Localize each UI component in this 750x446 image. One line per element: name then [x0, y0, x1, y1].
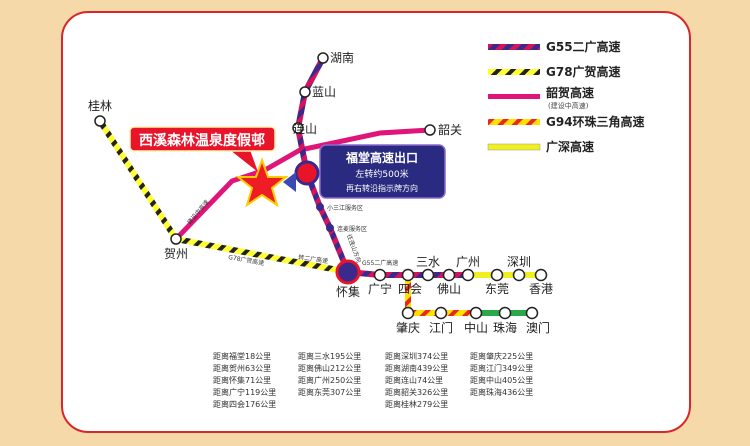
legend: G55二广高速 G78广贺高速 韶贺高速 (建设中高速) G94环珠三角高速 广…	[487, 39, 645, 154]
svg-text:澳门: 澳门	[526, 320, 550, 335]
svg-text:三水: 三水	[416, 255, 440, 269]
svg-text:G94环珠三角高速: G94环珠三角高速	[546, 114, 645, 129]
svg-text:广州: 广州	[456, 255, 480, 269]
svg-text:四会: 四会	[398, 282, 422, 296]
svg-text:距离珠海436公里: 距离珠海436公里	[470, 387, 533, 397]
svg-text:(建设中高速): (建设中高速)	[548, 101, 589, 110]
road-label: G55二广高速	[362, 259, 398, 267]
svg-text:距离佛山212公里: 距离佛山212公里	[298, 363, 361, 373]
svg-text:距离中山405公里: 距离中山405公里	[470, 375, 533, 385]
legend-swatch-guangshen	[487, 143, 541, 151]
svg-text:距离韶关326公里: 距离韶关326公里	[385, 387, 448, 397]
svg-text:距离东莞307公里: 距离东莞307公里	[298, 387, 361, 397]
resort-name: 西溪森林温泉度假邨	[139, 132, 265, 149]
svg-text:韶关: 韶关	[438, 122, 462, 137]
svg-text:珠海: 珠海	[493, 320, 517, 335]
service-area-marker	[326, 224, 334, 232]
stations	[94, 52, 548, 320]
resort-pointer	[230, 150, 258, 172]
svg-text:蓝山: 蓝山	[312, 85, 336, 99]
svg-text:贺州: 贺州	[164, 247, 188, 261]
legend-swatch-g78	[488, 69, 540, 75]
service-area-label: 连麦服务区	[337, 225, 367, 233]
svg-text:距离广宁119公里: 距离广宁119公里	[213, 387, 276, 397]
svg-text:距离广州250公里: 距离广州250公里	[298, 375, 361, 385]
svg-text:桂林: 桂林	[88, 98, 112, 113]
svg-text:江门: 江门	[429, 320, 453, 335]
svg-text:距离桂林279公里: 距离桂林279公里	[385, 399, 448, 409]
svg-text:香港: 香港	[529, 282, 553, 296]
svg-text:中山: 中山	[464, 320, 488, 335]
svg-text:距离福堂18公里: 距离福堂18公里	[213, 351, 271, 361]
svg-text:距离连山74公里: 距离连山74公里	[385, 375, 443, 385]
svg-text:距离湖南439公里: 距离湖南439公里	[385, 363, 448, 373]
resort-star-icon	[235, 156, 289, 208]
legend-swatch-shaohe	[488, 94, 540, 99]
svg-text:广深高速: 广深高速	[546, 139, 594, 154]
svg-text:距离深圳374公里: 距离深圳374公里	[385, 351, 448, 361]
legend-swatch-g55	[488, 44, 540, 50]
svg-text:G78广贺高速: G78广贺高速	[546, 64, 621, 79]
service-area-marker	[316, 203, 324, 211]
svg-text:怀集: 怀集	[336, 284, 360, 299]
svg-text:距离肇庆225公里: 距离肇庆225公里	[470, 351, 533, 361]
svg-text:距离怀集71公里: 距离怀集71公里	[213, 375, 271, 385]
svg-text:距离三水195公里: 距离三水195公里	[298, 351, 361, 361]
exit-callout-line1: 左转约500米	[355, 168, 408, 180]
turn-left-arrow-icon	[283, 172, 296, 192]
distance-table: 距离福堂18公里 距离贺州63公里 距离怀集71公里 距离广宁119公里 距离四…	[213, 351, 533, 409]
svg-text:东莞: 东莞	[485, 282, 509, 296]
city-labels: 湖南 蓝山 连山 韶关 桂林 贺州 怀集 广宁 四会 三水 佛山 广州 东莞 深…	[88, 50, 553, 335]
road-shaohe	[174, 127, 431, 241]
svg-text:连山: 连山	[293, 121, 317, 136]
svg-text:距离四会176公里: 距离四会176公里	[213, 399, 276, 409]
exit-callout	[319, 144, 446, 199]
legend-swatch-g94	[488, 119, 540, 125]
exit-callout-title: 福堂高速出口	[345, 150, 418, 165]
map-frame	[61, 11, 691, 433]
service-area-label: 小三江服务区	[327, 204, 363, 212]
futang-exit-marker	[294, 160, 320, 186]
exit-callout-line2: 再右转沿指示牌方向	[346, 183, 418, 193]
svg-text:佛山: 佛山	[437, 282, 461, 296]
svg-text:距离贺州63公里: 距离贺州63公里	[213, 363, 271, 373]
svg-text:G55二广高速: G55二广高速	[546, 39, 621, 54]
svg-text:湖南: 湖南	[330, 50, 354, 65]
svg-text:深圳: 深圳	[507, 255, 531, 269]
svg-text:韶贺高速: 韶贺高速	[546, 85, 594, 100]
huaiji-interchange-marker	[335, 259, 361, 285]
svg-text:距离江门349公里: 距离江门349公里	[470, 363, 533, 373]
svg-text:肇庆: 肇庆	[396, 320, 420, 335]
resort-label-box	[129, 126, 276, 152]
svg-text:广宁: 广宁	[368, 281, 392, 296]
